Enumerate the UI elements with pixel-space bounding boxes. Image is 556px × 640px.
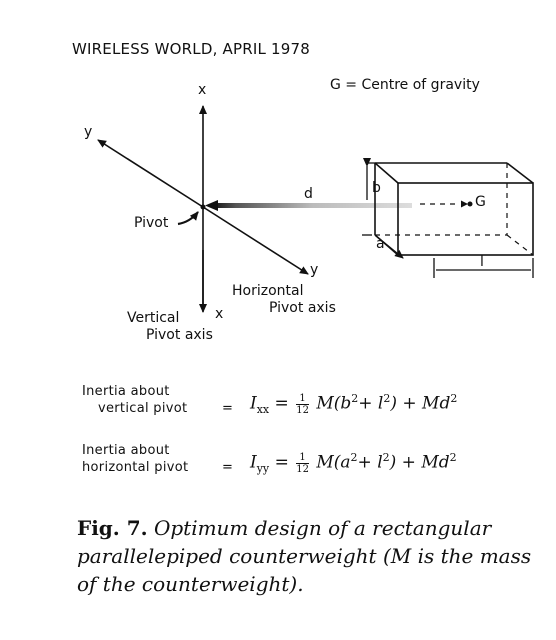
label-pivot: Pivot — [134, 215, 169, 231]
legend-centre-of-gravity: G = Centre of gravity — [330, 77, 480, 93]
label-x-bottom: x — [215, 306, 224, 322]
dimension-b — [362, 158, 375, 236]
label-a: a — [376, 236, 385, 252]
label-y-right: y — [310, 262, 319, 278]
label-horizontal-axis-2: Pivot axis — [269, 300, 336, 316]
counterweight-box — [374, 162, 534, 256]
cog-point — [467, 201, 473, 207]
label-g: G — [475, 194, 486, 210]
dimension-l — [433, 258, 534, 278]
figure-number: Fig. 7. — [77, 516, 148, 540]
cog-arrowhead — [461, 200, 468, 208]
counterweight-hidden-edges — [375, 163, 534, 256]
eq2-equals: = — [222, 460, 234, 475]
diagonal-y-axis-upper — [97, 139, 204, 208]
eq1-description-line2: vertical pivot — [98, 401, 188, 416]
pivot-pointer-arrow — [177, 211, 199, 226]
label-d: d — [304, 186, 313, 202]
label-b: b — [372, 180, 381, 196]
dimension-a — [374, 234, 404, 259]
label-l: l — [480, 254, 484, 270]
eq1-equals: = — [222, 401, 234, 416]
eq2-description-line2: horizontal pivot — [82, 460, 189, 475]
label-vertical-axis-1: Vertical — [127, 310, 180, 326]
figure-caption: Fig. 7. Optimum design of a rectangular … — [77, 514, 547, 598]
label-vertical-axis-2: Pivot axis — [146, 327, 213, 343]
pivot-point — [200, 204, 206, 210]
distance-d-line — [212, 203, 412, 208]
eq2-description-line1: Inertia about — [82, 443, 170, 458]
figure-caption-text: Optimum design of a rectangular parallel… — [77, 516, 532, 596]
page-header: WIRELESS WORLD, APRIL 1978 — [72, 40, 310, 58]
eq1-description-line1: Inertia about — [82, 384, 170, 399]
distance-d-arrowhead — [205, 200, 218, 211]
label-horizontal-axis-1: Horizontal — [232, 283, 304, 299]
diagonal-y-axis-lower — [202, 206, 309, 275]
label-y-left: y — [84, 124, 93, 140]
label-x-top: x — [198, 82, 207, 98]
